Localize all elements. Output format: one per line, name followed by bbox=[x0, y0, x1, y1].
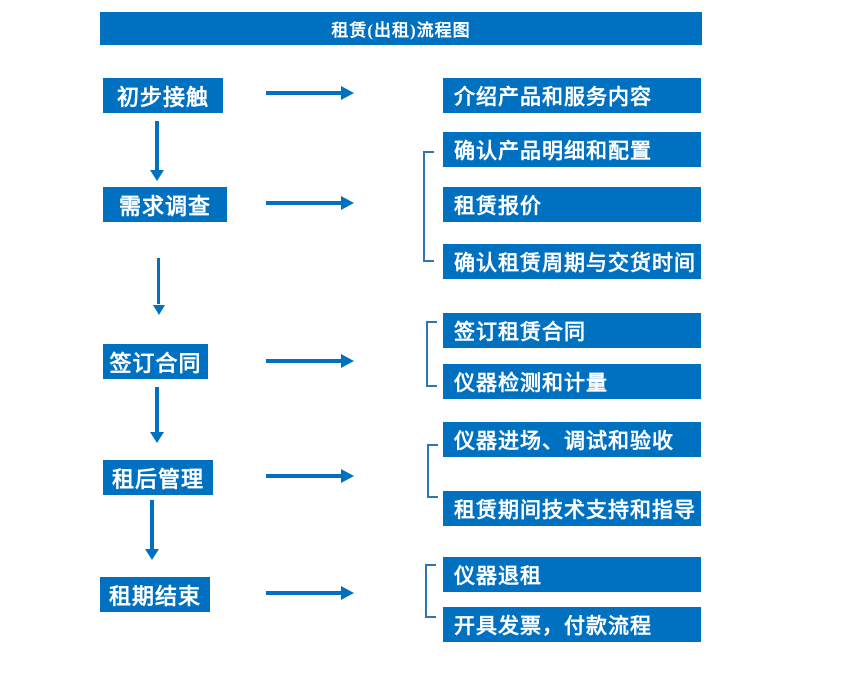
arrow-right-icon bbox=[266, 469, 354, 483]
arrow-right-icon bbox=[266, 196, 354, 210]
detail-box-instrument-return: 仪器退租 bbox=[443, 557, 701, 592]
detail-box-confirm-rental-period: 确认租赁周期与交货时间 bbox=[443, 244, 701, 279]
detail-box-tech-support: 租赁期间技术支持和指导 bbox=[443, 491, 701, 526]
arrow-right-icon bbox=[266, 86, 354, 100]
detail-box-rental-quote: 租赁报价 bbox=[443, 187, 701, 222]
step-box-initial-contact: 初步接触 bbox=[103, 78, 223, 113]
step-box-sign-contract: 签订合同 bbox=[103, 344, 208, 379]
arrow-right-icon bbox=[266, 354, 354, 368]
group-bracket bbox=[423, 151, 434, 262]
detail-box-introduce-products: 介绍产品和服务内容 bbox=[443, 78, 701, 113]
detail-box-instrument-testing: 仪器检测和计量 bbox=[443, 364, 701, 399]
step-box-demand-survey: 需求调查 bbox=[103, 187, 227, 222]
arrow-right-icon bbox=[266, 586, 354, 600]
detail-box-sign-rental-contract: 签订租赁合同 bbox=[443, 313, 701, 348]
arrow-down-icon bbox=[150, 387, 164, 443]
step-box-post-rental-management: 租后管理 bbox=[103, 460, 213, 495]
group-bracket bbox=[425, 564, 436, 618]
page-title: 租赁(出租)流程图 bbox=[100, 12, 702, 45]
arrow-down-icon bbox=[145, 500, 159, 560]
group-bracket bbox=[427, 444, 438, 498]
detail-box-instrument-setup-acceptance: 仪器进场、调试和验收 bbox=[443, 422, 701, 457]
arrow-down-icon bbox=[152, 258, 165, 315]
detail-box-invoice-payment: 开具发票，付款流程 bbox=[443, 607, 701, 642]
detail-box-confirm-product-details: 确认产品明细和配置 bbox=[443, 132, 701, 167]
step-box-rental-end: 租期结束 bbox=[100, 577, 210, 612]
group-bracket bbox=[426, 321, 437, 387]
arrow-down-icon bbox=[150, 121, 164, 181]
